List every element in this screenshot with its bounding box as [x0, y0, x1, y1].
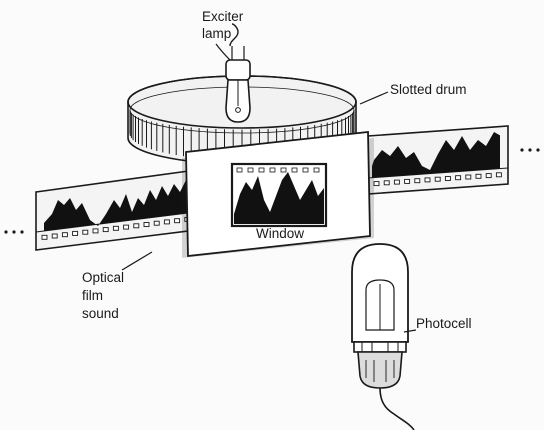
label-film: film	[82, 288, 103, 303]
leader-exciter-lamp	[215, 43, 231, 61]
sprocket-hole	[112, 225, 119, 231]
sprocket-hole	[373, 181, 380, 187]
continuation-dots-right	[520, 148, 540, 152]
sprocket-hole	[485, 173, 492, 179]
sprocket-hole	[247, 167, 254, 173]
sprocket-hole	[51, 233, 58, 239]
sprocket-hole	[313, 167, 320, 173]
sprocket-hole	[465, 174, 472, 180]
sprocket-hole	[302, 167, 309, 173]
leader-photocell	[403, 329, 417, 333]
sprocket-hole	[414, 178, 421, 184]
label-window: Window	[256, 226, 304, 241]
sprocket-hole	[475, 173, 482, 179]
sprocket-hole	[123, 224, 130, 230]
label-exciter: Exciter	[202, 9, 244, 24]
exciter-lamp	[225, 23, 251, 123]
sprocket-hole	[269, 167, 276, 173]
sprocket-hole	[102, 227, 109, 233]
label-slotted-drum: Slotted drum	[390, 82, 467, 97]
sprocket-hole	[133, 223, 140, 229]
sprocket-hole	[291, 167, 298, 173]
sprocket-hole	[434, 176, 441, 182]
sprocket-hole	[383, 180, 390, 186]
leader-film-sound	[121, 251, 153, 271]
continuation-dots-left	[4, 230, 24, 234]
sprocket-hole	[424, 177, 431, 183]
label-optical: Optical	[82, 270, 124, 285]
sprocket-hole	[258, 167, 265, 173]
film-strip-left	[35, 169, 197, 251]
label-lamp: lamp	[202, 26, 231, 41]
sprocket-hole	[41, 234, 48, 240]
sprocket-hole	[92, 228, 99, 234]
photocell	[351, 243, 415, 430]
sprocket-hole	[72, 230, 79, 236]
sprocket-hole	[393, 179, 400, 185]
sprocket-hole	[236, 167, 243, 173]
sprocket-hole	[495, 172, 502, 178]
sprocket-hole	[174, 218, 181, 224]
sprocket-hole	[82, 229, 89, 235]
label-sound: sound	[82, 306, 119, 321]
leader-slotted-drum	[359, 91, 389, 105]
sprocket-hole	[280, 167, 287, 173]
sprocket-hole	[455, 175, 462, 181]
label-optical-film-sound: Optical film sound	[82, 270, 124, 321]
sprocket-hole	[61, 232, 68, 238]
window-panel	[182, 130, 374, 258]
sprocket-hole	[153, 220, 160, 226]
sprocket-hole	[163, 219, 170, 225]
film-strip-right	[367, 125, 509, 195]
sprocket-hole	[143, 222, 150, 227]
label-exciter-lamp: Exciter lamp	[202, 9, 244, 41]
leader-lines	[121, 43, 417, 333]
label-photocell: Photocell	[416, 316, 472, 331]
sprocket-hole	[444, 176, 451, 181]
sprocket-hole	[404, 178, 411, 184]
